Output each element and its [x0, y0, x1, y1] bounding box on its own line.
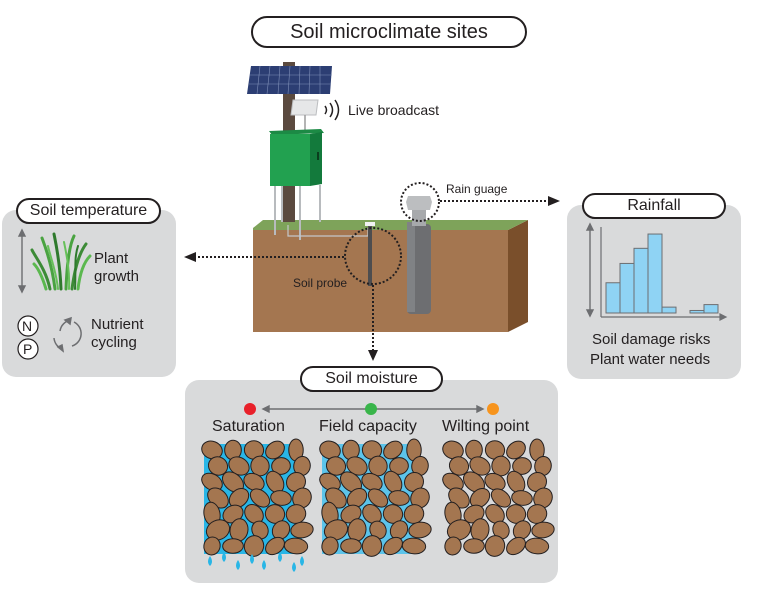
field-capacity-label: Field capacity: [319, 418, 417, 435]
wilting-point-label: Wilting point: [442, 418, 530, 435]
rain-gauge-icon: [406, 196, 432, 314]
rainfall-title-text: Rainfall: [627, 197, 681, 214]
soil-probe-highlight: [344, 227, 402, 285]
diagram-title: Soil microclimate sites: [251, 16, 527, 48]
live-broadcast-label: Live broadcast: [348, 102, 440, 118]
rainfall-line-1: Soil damage risks: [592, 331, 711, 348]
antenna-icon: [290, 99, 319, 116]
plant-growth-label-1: Plant: [94, 250, 129, 267]
soil-probe: [368, 226, 372, 286]
plant-growth-label-2: growth: [94, 268, 140, 285]
solar-panel-icon: [247, 65, 332, 95]
diagram-title-text: Soil microclimate sites: [290, 21, 488, 43]
rainfall-line-2: Plant water needs: [590, 351, 711, 368]
nutrient-cycling-label-2: cycling: [91, 334, 137, 351]
nitrogen-badge-text: N: [22, 318, 33, 334]
nutrient-cycling-label-1: Nutrient: [91, 316, 144, 333]
soil-moisture-panel: [185, 380, 558, 583]
rain-gauge-highlight: [400, 182, 440, 222]
rainfall-title: Rainfall: [582, 193, 726, 219]
soil-moisture-title-text: Soil moisture: [325, 370, 418, 387]
soil-temperature-title: Soil temperature: [16, 198, 161, 224]
rain-gauge-label: Rain guage: [446, 182, 508, 196]
soil-block-side: [508, 220, 528, 332]
soil-probe-label: Soil probe: [293, 276, 348, 290]
saturation-label: Saturation: [212, 418, 285, 435]
phosphorus-badge-text: P: [23, 341, 33, 357]
broadcast-waves-icon: [324, 99, 340, 121]
soil-moisture-title: Soil moisture: [300, 366, 443, 392]
grass-surface: [253, 220, 528, 230]
data-logger-box: [269, 129, 324, 186]
soil-block-front: [253, 228, 508, 332]
soil-temperature-title-text: Soil temperature: [29, 202, 148, 219]
